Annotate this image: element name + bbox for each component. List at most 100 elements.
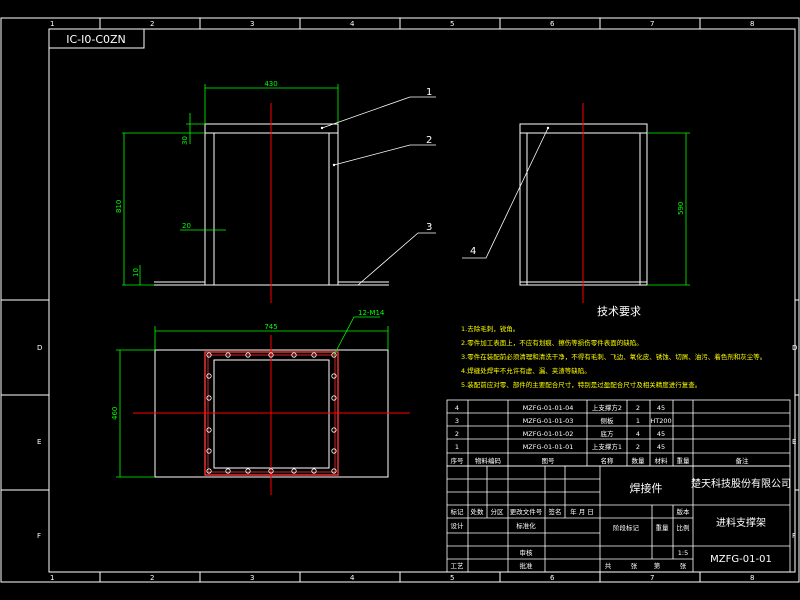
bom-row-4-mat: 45 — [657, 443, 665, 451]
bom-row-2-name: 侧板 — [601, 416, 615, 425]
part-name: 进料支撑架 — [716, 516, 766, 529]
rev-label-mark: 标记 — [451, 507, 465, 516]
bom-row-4-name: 上支撑方1 — [592, 442, 622, 451]
dim-side-height: 590 — [677, 202, 685, 215]
title-block: 标记 处数 分区 更改文件号 签名 年 月 日 设计 标准化 审核 工艺 批准 … — [446, 465, 791, 573]
bom-row-3-mat: 45 — [657, 430, 665, 438]
zone-bottom-1: 1 — [50, 574, 54, 582]
zone-left-f: F — [37, 532, 41, 540]
zone-bottom-5: 5 — [450, 574, 454, 582]
bom-table: 4 MZFG-01-01-04 上支撑方2 2 45 3 MZFG-01-01-… — [446, 399, 791, 467]
zone-bottom-8: 8 — [750, 574, 754, 582]
zone-bottom-6: 6 — [550, 574, 555, 582]
zone-left-d: D — [37, 344, 42, 352]
bom-row-2-code: MZFG-01-01-03 — [523, 417, 574, 425]
bom-row-4-no: 1 — [455, 443, 459, 451]
zone-top-7: 7 — [650, 20, 654, 28]
zone-right-d: D — [792, 344, 797, 352]
dim-front-height: 810 — [115, 200, 123, 213]
drawing-code: IC-I0-C0ZN — [66, 33, 126, 46]
sign-label-process: 工艺 — [451, 562, 465, 570]
sheet-label-total: 共 — [605, 561, 612, 570]
sign-label-approve: 批准 — [520, 561, 534, 570]
balloon-3: 3 — [426, 222, 432, 233]
zone-top-5: 5 — [450, 20, 454, 28]
technical-requirements: 技术要求 1.去除毛刺，锐角。 2.零件加工表面上，不应有划痕、擦伤等损伤零件表… — [461, 305, 766, 389]
zone-top-6: 6 — [550, 20, 555, 28]
balloon-4: 4 — [470, 246, 476, 257]
sign-label-design: 设计 — [451, 521, 465, 530]
zone-right-e: E — [792, 438, 796, 446]
tech-title: 技术要求 — [597, 305, 641, 318]
front-view: 430 30 810 20 10 1 2 3 — [115, 80, 436, 303]
bom-row-3-code: MZFG-01-01-02 — [523, 430, 574, 438]
bom-row-1-qty: 2 — [636, 404, 640, 412]
side-view: 590 4 — [462, 103, 690, 303]
zone-ticks — [99, 18, 701, 582]
dim-plan-width: 745 — [264, 323, 277, 331]
balloon-2: 2 — [426, 135, 432, 146]
tech-item-4: 4.焊缝处焊牢不允许有虚、漏、夹渣等缺陷。 — [461, 366, 591, 375]
bom-row-3-qty: 4 — [636, 430, 640, 438]
zone-top-8: 8 — [750, 20, 754, 28]
bom-header-mat: 材料 — [655, 456, 669, 465]
bom-row-1-code: MZFG-01-01-04 — [523, 404, 574, 412]
bom-row-4-qty: 2 — [636, 443, 640, 451]
scale-value: 1:5 — [678, 549, 688, 557]
balloon-1: 1 — [426, 87, 432, 98]
bolt-holes — [206, 352, 337, 474]
dim-plan-depth: 460 — [111, 407, 119, 420]
zone-top-1: 1 — [50, 20, 54, 28]
dim-front-foot: 10 — [132, 268, 140, 277]
rev-label-count: 处数 — [471, 507, 485, 516]
dim-front-top-thk: 30 — [181, 136, 189, 145]
zone-bottom-4: 4 — [350, 574, 355, 582]
zone-right-f: F — [792, 532, 796, 540]
zone-left-e: E — [37, 438, 41, 446]
bom-header-remark: 备注 — [736, 456, 750, 465]
dim-front-leg: 20 — [182, 222, 191, 230]
bom-row-1-name: 上支撑方2 — [592, 403, 622, 412]
version-label: 版本 — [677, 507, 691, 516]
sign-label-review: 审核 — [520, 548, 534, 557]
drawing-code-box — [48, 28, 145, 49]
bom-row-2-qty: 1 — [636, 417, 640, 425]
rev-label-zone: 分区 — [491, 507, 505, 516]
tech-item-3: 3.零件在装配前必须清理和清洗干净，不得有毛刺、飞边、氧化皮、锈蚀、切屑、油污、… — [461, 352, 766, 361]
rev-label-sign: 签名 — [549, 507, 562, 516]
front-right-leg — [328, 132, 339, 286]
zone-bottom-7: 7 — [650, 574, 654, 582]
tech-item-5: 5.装配前应对零、部件的主要配合尺寸，特别是过盈配合尺寸及相关精度进行复查。 — [461, 380, 701, 389]
sheet-label-sheet: 张 — [680, 561, 687, 570]
zone-top-4: 4 — [350, 20, 355, 28]
dim-front-width: 430 — [264, 80, 277, 88]
sign-label-standard: 标准化 — [516, 521, 536, 530]
rev-label-date: 年 月 日 — [570, 507, 594, 516]
bom-header-no: 序号 — [451, 456, 465, 465]
bom-row-4-code: MZFG-01-01-01 — [523, 443, 574, 451]
company-name: 楚天科技股份有限公司 — [691, 477, 791, 490]
plan-view: 745 460 12-M14 — [111, 309, 410, 495]
bom-header-name: 名称 — [601, 456, 615, 465]
bom-row-2-no: 3 — [455, 417, 459, 425]
front-left-leg — [204, 132, 215, 286]
bom-row-1-mat: 45 — [657, 404, 665, 412]
scale-label: 比例 — [677, 523, 690, 532]
zone-bottom-3: 3 — [250, 574, 254, 582]
bom-header-qty: 数量 — [632, 456, 646, 465]
part-type: 焊接件 — [630, 481, 663, 495]
rev-label-doc: 更改文件号 — [510, 507, 543, 516]
tech-item-1: 1.去除毛刺，锐角。 — [461, 324, 519, 333]
weight-label: 重量 — [656, 524, 670, 532]
zone-top-3: 3 — [250, 20, 254, 28]
drawing-number: MZFG-01-01 — [710, 554, 772, 565]
zone-top-2: 2 — [150, 20, 154, 28]
sheet-label-sheets: 张 — [631, 561, 638, 570]
bom-row-2-mat: HT200 — [650, 417, 671, 425]
bom-row-1-no: 4 — [455, 404, 459, 412]
sheet-label-no: 第 — [654, 561, 661, 570]
bom-row-3-name: 底方 — [601, 429, 615, 438]
drawing-frame — [0, 17, 800, 583]
zone-bottom-2: 2 — [150, 574, 154, 582]
